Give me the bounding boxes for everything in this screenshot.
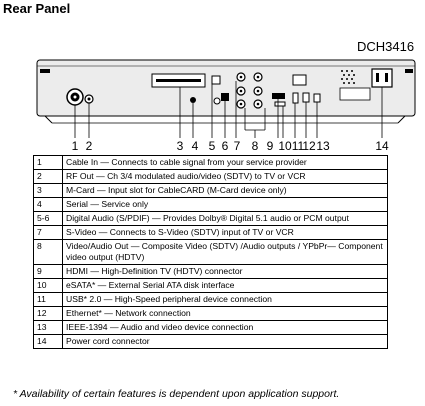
connector-number: 10: [33, 278, 63, 293]
callout-11: 11: [292, 139, 305, 152]
connector-number: 5-6: [33, 211, 63, 226]
connector-number: 14: [33, 334, 63, 349]
callout-9: 9: [267, 139, 274, 152]
connector-number: 9: [33, 264, 63, 279]
connector-description: Digital Audio (S/PDIF) — Provides Dolby®…: [62, 211, 388, 226]
connector-description: USB* 2.0 — High-Speed peripheral device …: [62, 292, 388, 307]
connector-number: 2: [33, 169, 63, 184]
connector-description: M-Card — Input slot for CableCARD (M-Car…: [62, 183, 388, 198]
connector-description: Video/Audio Out — Composite Video (SDTV)…: [62, 239, 388, 265]
connector-number: 8: [33, 239, 63, 265]
callout-10: 10: [278, 139, 292, 152]
callout-1: 1: [72, 139, 79, 152]
callout-12: 12: [302, 139, 316, 152]
model-label: DCH3416: [357, 39, 415, 54]
connector-description: RF Out — Ch 3/4 modulated audio/video (S…: [62, 169, 388, 184]
connector-description: S-Video — Connects to S-Video (SDTV) inp…: [62, 225, 388, 240]
ieee-1394-port: [313, 93, 321, 103]
connector-number: 12: [33, 306, 63, 321]
connector-number: 11: [33, 292, 63, 307]
callout-14: 14: [375, 139, 389, 152]
connector-description: Power cord connector: [62, 334, 388, 349]
callout-7: 7: [234, 139, 241, 152]
connector-description: Cable In — Connects to cable signal from…: [62, 155, 388, 170]
rear-panel-diagram: 1 2 3 4 5 6 7 8 9 10 11 12 13 14: [36, 59, 416, 152]
cable-in-connector: [66, 88, 84, 106]
m-card-slot: [151, 73, 206, 88]
callout-6: 6: [222, 139, 229, 152]
connector-description: HDMI — High-Definition TV (HDTV) connect…: [62, 264, 388, 279]
callout-4: 4: [192, 139, 199, 152]
usb-port: [292, 92, 299, 104]
connector-description: Ethernet* — Network connection: [62, 306, 388, 321]
connector-description: IEEE-1394 — Audio and video device conne…: [62, 320, 388, 335]
vent-grille: [341, 70, 355, 84]
callout-leaders: [74, 81, 383, 138]
callout-5: 5: [209, 139, 216, 152]
page-title: Rear Panel: [3, 1, 71, 16]
esata-port: [274, 101, 286, 107]
callout-13: 13: [316, 139, 330, 152]
connector-number: 13: [33, 320, 63, 335]
av-output-jacks: [236, 72, 263, 109]
power-cord-connector: [371, 68, 393, 88]
footnote: * Availability of certain features is de…: [13, 388, 340, 400]
serial-port: [190, 97, 196, 103]
rf-out-connector: [84, 94, 94, 104]
connector-number: 3: [33, 183, 63, 198]
callout-3: 3: [177, 139, 184, 152]
product-label: [339, 87, 371, 101]
callout-2: 2: [86, 139, 93, 152]
connector-number: 7: [33, 225, 63, 240]
connector-number: 1: [33, 155, 63, 170]
connector-description: Serial — Service only: [62, 197, 388, 212]
callout-8: 8: [252, 139, 259, 152]
hdmi-port: [272, 93, 285, 99]
digital-audio-ports: [211, 75, 229, 105]
connector-number: 4: [33, 197, 63, 212]
connector-description: eSATA* — External Serial ATA disk interf…: [62, 278, 388, 293]
